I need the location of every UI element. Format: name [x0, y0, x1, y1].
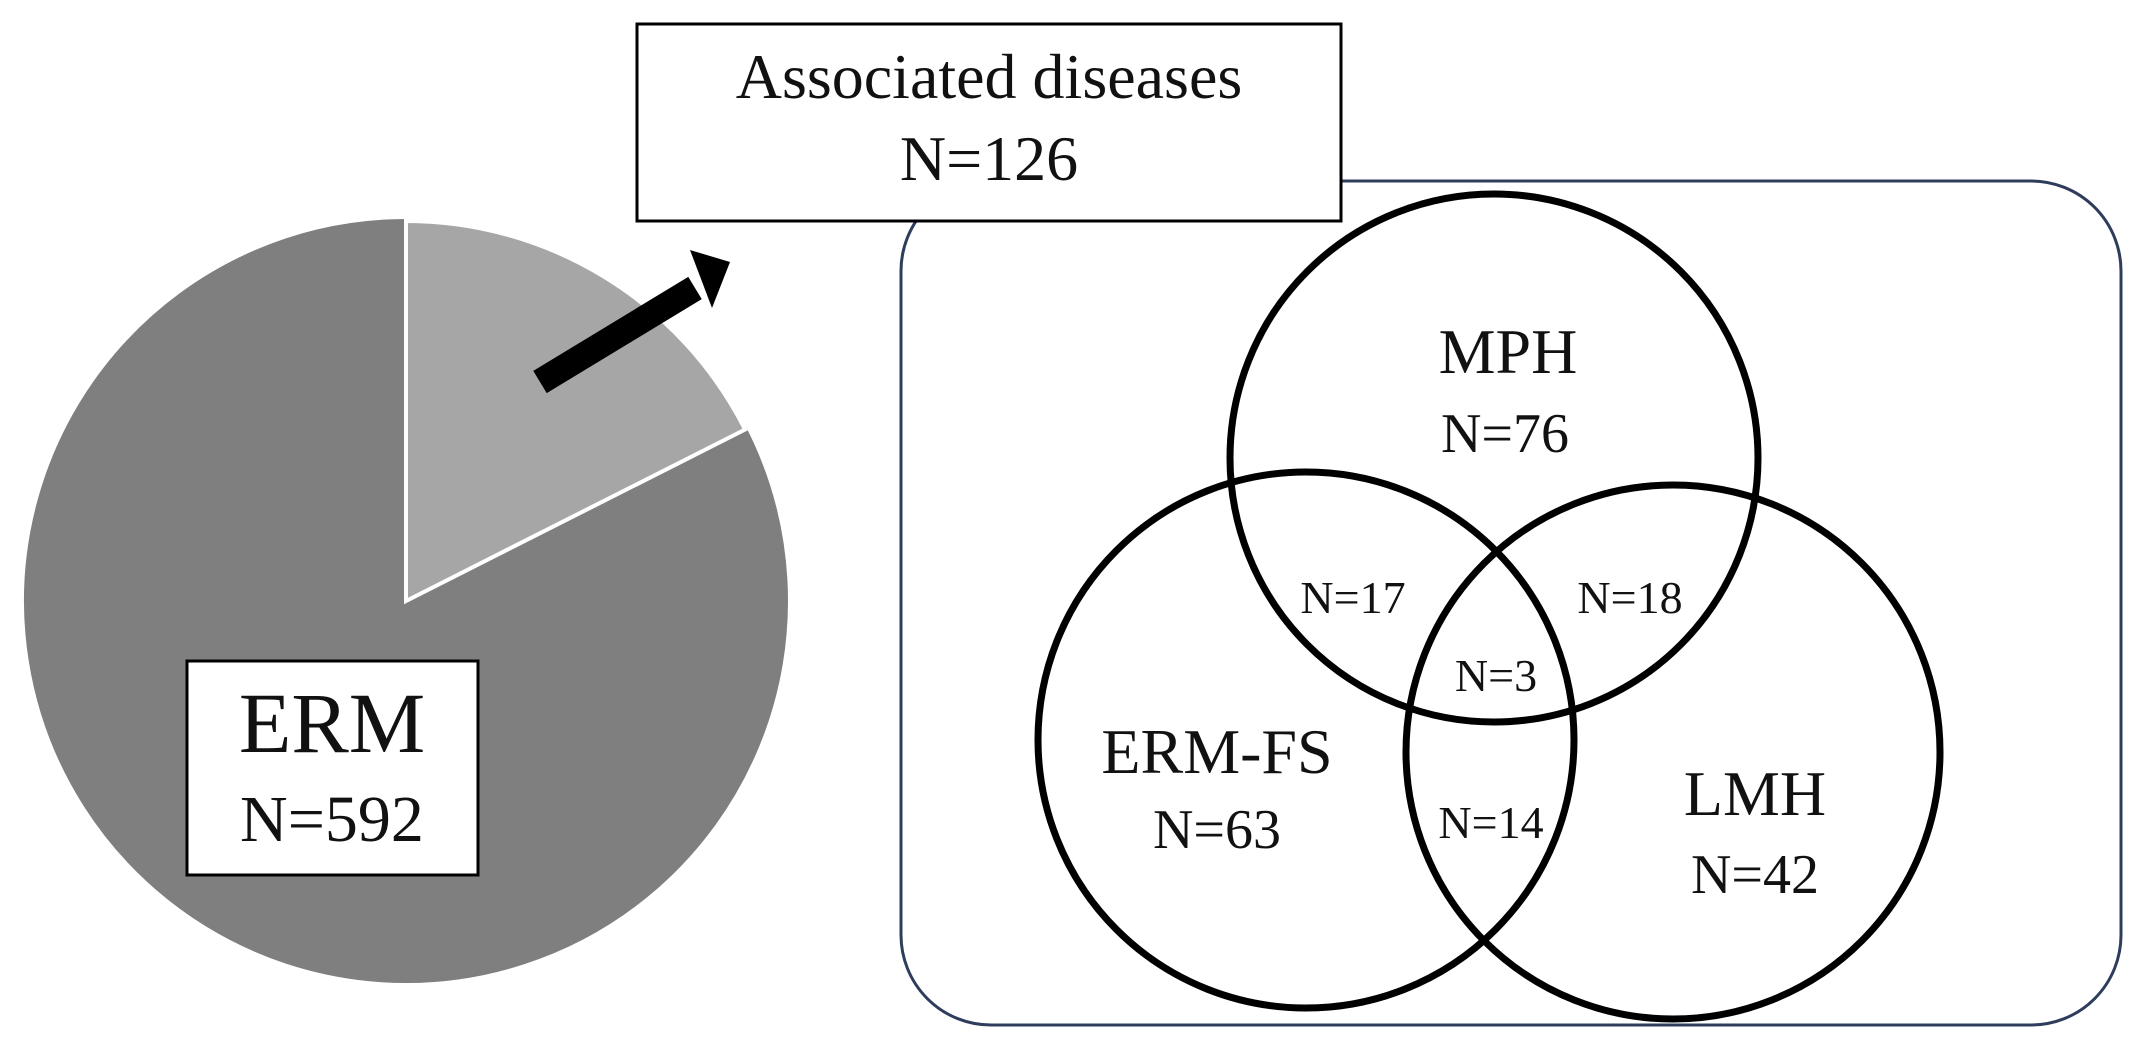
venn-erm-fs-title: ERM-FS: [1101, 716, 1332, 787]
venn-mph-title: MPH: [1439, 316, 1578, 387]
venn-mph-count: N=76: [1441, 403, 1569, 465]
venn-circle-mph: [1226, 190, 1762, 726]
associated-box-count: N=126: [900, 123, 1078, 194]
arrow-shaft: [533, 276, 702, 394]
venn-mph-lmh-count: N=18: [1577, 572, 1682, 623]
venn-lmh-title: LMH: [1684, 758, 1826, 829]
erm-box-title: ERM: [239, 675, 425, 771]
venn-erm-fs-lmh-count: N=14: [1438, 797, 1543, 848]
associated-box-frame: [635, 22, 1343, 223]
erm-box-count: N=592: [240, 783, 424, 856]
venn-all-three-count: N=3: [1455, 650, 1537, 701]
arrow-head: [690, 250, 730, 308]
erm-label-box: ERM N=592: [185, 659, 480, 877]
pie-slice-associated-diseases: [404, 218, 748, 605]
venn-circle-lmh: [1402, 481, 1944, 1023]
venn-mph-erm-fs-count: N=17: [1300, 572, 1405, 623]
associated-box-title: Associated diseases: [736, 41, 1243, 112]
associated-diseases-box: Associated diseases N=126: [635, 22, 1343, 223]
venn-circle-erm-fs: [1034, 468, 1578, 1012]
venn-lmh-count: N=42: [1691, 844, 1819, 906]
venn-erm-fs-count: N=63: [1153, 799, 1281, 861]
venn-panel: [899, 179, 2123, 1027]
pointer-arrow: [533, 250, 730, 394]
venn-diagram: MPH N=76 ERM-FS N=63 LMH N=42 N=17 N=18 …: [1034, 190, 1944, 1023]
erm-box-frame: [185, 659, 480, 877]
